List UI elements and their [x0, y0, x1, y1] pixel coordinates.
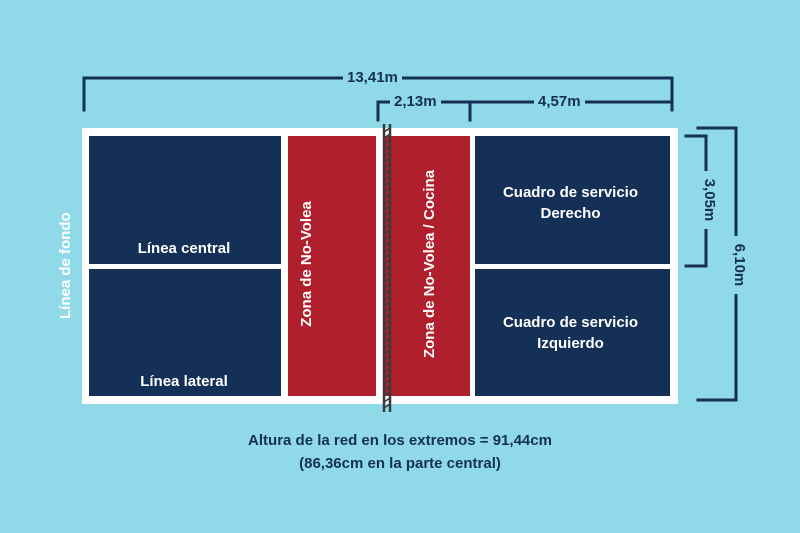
service-box-left-label-line2: Izquierdo — [537, 335, 604, 352]
service-depth-label: 4,57m — [534, 93, 585, 111]
net-height-note-line2: (86,36cm en la parte central) — [299, 455, 501, 472]
no-volley-zone-right-label: Zona de No-Volea / Cocina — [421, 169, 438, 359]
half-width-label: 3,05m — [700, 171, 718, 229]
net-height-note-line1: Altura de la red en los extremos = 91,44… — [248, 432, 552, 449]
service-box-left-label-line1: Cuadro de servicio — [502, 314, 639, 331]
full-width-label: 6,10m — [730, 236, 748, 294]
service-box-right-label-line1: Cuadro de servicio — [502, 184, 639, 201]
left-lower-box — [89, 269, 281, 396]
no-volley-zone-left — [288, 136, 376, 396]
kitchen-depth-label: 2,13m — [390, 93, 441, 111]
total-length-label: 13,41m — [343, 69, 402, 87]
no-volley-zone-left-label: Zona de No-Volea — [298, 201, 315, 327]
baseline-label: Línea de fondo — [57, 212, 74, 319]
service-box-right — [475, 136, 670, 264]
service-box-right-label-line2: Derecho — [540, 205, 601, 222]
center-line-label: Línea central — [137, 240, 231, 257]
left-upper-box — [89, 136, 281, 264]
service-box-left — [475, 269, 670, 396]
court — [82, 128, 678, 404]
sideline-label: Línea lateral — [140, 373, 228, 390]
no-volley-zone-right — [384, 136, 470, 396]
